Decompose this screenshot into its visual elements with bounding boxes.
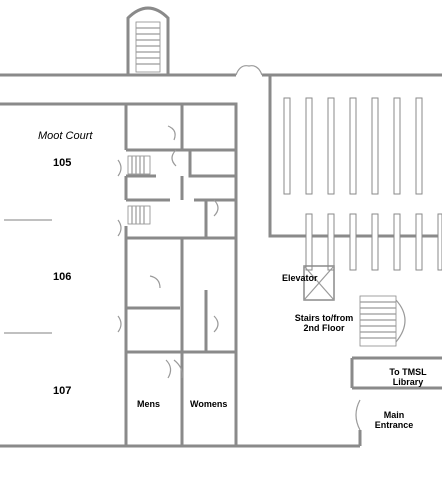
room-107-label: 107 <box>53 385 72 397</box>
left-block-walls <box>0 102 238 448</box>
room-dividers <box>4 219 52 334</box>
room-105-label: 105 <box>53 157 72 169</box>
main-entrance-label: Main Entrance <box>374 410 414 430</box>
room-106-label: 106 <box>53 271 72 283</box>
north-door <box>235 65 263 76</box>
elevator-label: Elevator <box>282 273 318 283</box>
entrance-walls <box>236 430 362 448</box>
mens-label: Mens <box>137 399 161 409</box>
elevator-shaft <box>303 265 335 301</box>
moot-court-label: Moot Court <box>38 130 93 142</box>
north-stair-tower <box>126 6 170 74</box>
library-stacks <box>283 97 442 271</box>
entrance-door <box>355 399 361 431</box>
inner-partitions <box>126 148 236 354</box>
womens-label: Womens <box>190 399 228 409</box>
main-stairs <box>359 295 406 347</box>
core-stairs <box>127 155 151 225</box>
door-swings <box>117 125 219 379</box>
stairs-label: Stairs to/from 2nd Floor <box>294 313 354 333</box>
tmsl-corridor <box>350 356 442 390</box>
tmsl-library-label: To TMSL Library <box>389 367 427 387</box>
